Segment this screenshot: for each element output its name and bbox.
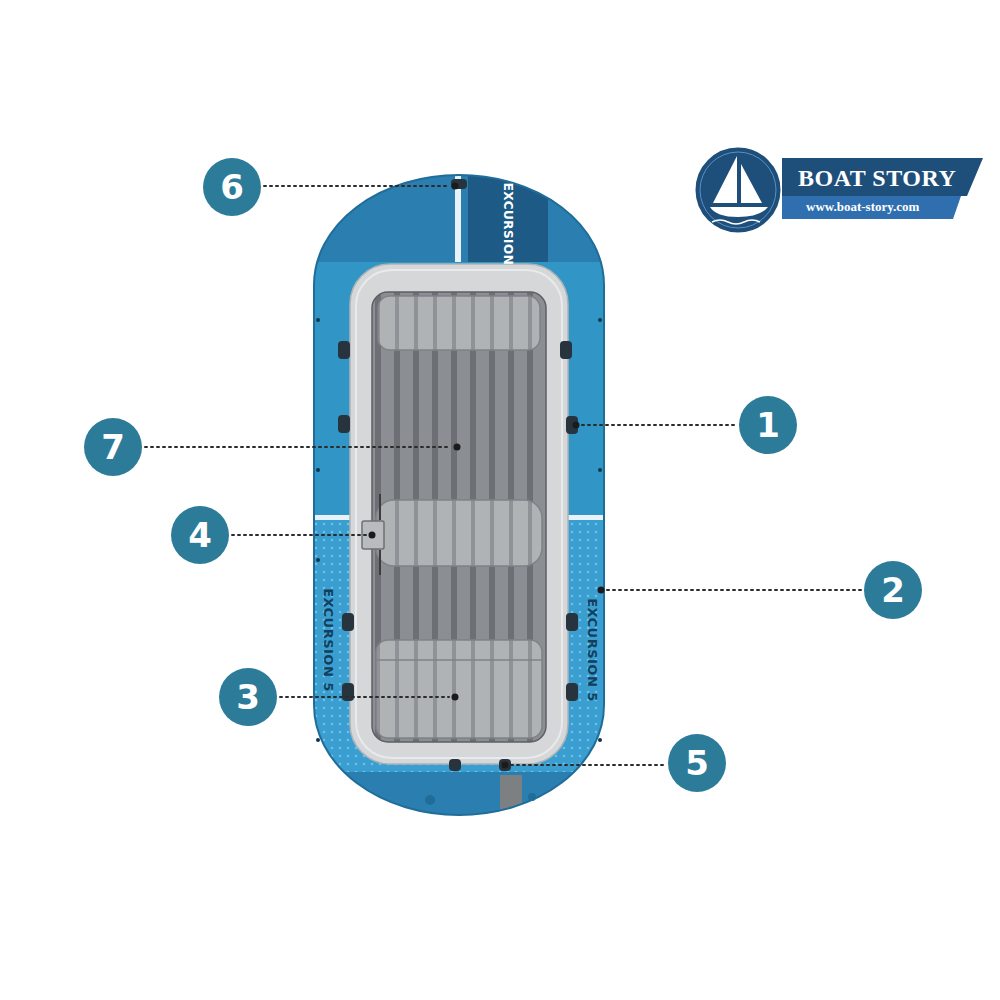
boat-hull: [314, 175, 604, 815]
boat-print: EXCURSION: [502, 183, 514, 266]
logo-emblem: [712, 220, 760, 224]
boat-floor: [372, 292, 546, 742]
leader-lines: [264, 185, 449, 187]
brand-url: www.boat-story.com: [806, 199, 956, 215]
leader-lines: [502, 762, 509, 769]
leader-lines: [280, 696, 449, 698]
boat-floor: [372, 292, 546, 742]
leader-lines: [598, 587, 605, 594]
banner-strip: [782, 196, 961, 219]
boat-print: EXCURSION 5: [586, 598, 599, 702]
boat-hull: [314, 772, 604, 815]
logo-emblem: [710, 207, 768, 217]
boat-hull: [598, 738, 602, 742]
callout-number: 2: [881, 573, 905, 607]
callout-disc: [171, 506, 229, 564]
leader-lines: [369, 532, 376, 539]
inflatable-seats: [376, 500, 542, 566]
leader-lines: [582, 424, 737, 426]
oarlocks: [342, 613, 354, 631]
callout-circle: 5: [668, 734, 726, 792]
boat-hull: [528, 793, 536, 801]
callout-number: 5: [685, 746, 709, 780]
boat-hull: [598, 468, 602, 472]
logo-emblem: [700, 152, 776, 228]
leader-lines: [145, 183, 862, 769]
oar-holder: [379, 494, 381, 520]
boat-hull: [314, 175, 604, 815]
callout-number: 7: [101, 430, 125, 464]
oarlocks: [560, 341, 572, 359]
banner-band: [782, 158, 983, 196]
oarlocks: [451, 179, 467, 189]
inflatable-seats: [376, 640, 542, 738]
logo-banner: BOAT STORY www.boat-story.com: [782, 158, 982, 219]
oarlocks: [449, 759, 461, 771]
callout-disc: [84, 418, 142, 476]
boat-print: EXCURSION 5: [322, 588, 335, 692]
callout-number: 6: [220, 170, 244, 204]
callout-circle: 1: [739, 396, 797, 454]
leader-lines: [511, 764, 666, 766]
inflatable-seats: [376, 659, 542, 661]
boat-hull: [314, 175, 604, 815]
callout-circle: 4: [171, 506, 229, 564]
callout-disc: [864, 561, 922, 619]
callout-disc: [668, 734, 726, 792]
boat-hull: [425, 795, 435, 805]
boat-hull: [314, 175, 604, 262]
boat-hull: [599, 588, 604, 593]
leader-lines: [145, 446, 451, 448]
leader-lines: [607, 589, 862, 591]
inner-tube: [350, 264, 568, 764]
logo-emblem: [713, 156, 737, 203]
boat-hull: [316, 558, 320, 562]
logo-emblem: [694, 146, 782, 234]
oarlocks: [566, 613, 578, 631]
callout-circle: 6: [203, 158, 261, 216]
callout-disc: [739, 396, 797, 454]
leader-lines: [452, 694, 459, 701]
brand-name: BOAT STORY: [798, 163, 956, 193]
callout-number: 1: [756, 408, 780, 442]
oar-holder: [379, 550, 381, 575]
logo-emblem: [741, 164, 762, 203]
oarlocks: [338, 415, 350, 433]
boat-hull: [316, 738, 320, 742]
oarlocks: [338, 179, 578, 771]
callout-circle: 2: [864, 561, 922, 619]
oarlocks: [566, 683, 578, 701]
boat-hull: [598, 318, 602, 322]
boat-hull: [316, 468, 320, 472]
oarlocks: [338, 341, 350, 359]
oarlocks: [499, 759, 511, 771]
callout-circle: 7: [84, 418, 142, 476]
leader-lines: [232, 534, 366, 536]
oarlocks: [342, 683, 354, 701]
callout-disc: [203, 158, 261, 216]
leader-lines: [454, 444, 461, 451]
inflatable-seats: [378, 296, 540, 350]
inflatable-seats: [376, 296, 542, 738]
logo-emblem: [694, 146, 782, 234]
callout-circle: 3: [219, 668, 277, 726]
leader-lines: [452, 183, 459, 190]
boat-hull: [316, 318, 320, 322]
callout-number: 3: [236, 680, 260, 714]
leader-lines: [369, 183, 605, 769]
inner-tube: [356, 270, 562, 758]
callout-number: 4: [188, 518, 212, 552]
leader-lines: [145, 186, 862, 765]
leader-lines: [573, 422, 580, 429]
boat-hull: [300, 160, 620, 840]
callout-disc: [219, 668, 277, 726]
inner-tube: [350, 264, 568, 764]
